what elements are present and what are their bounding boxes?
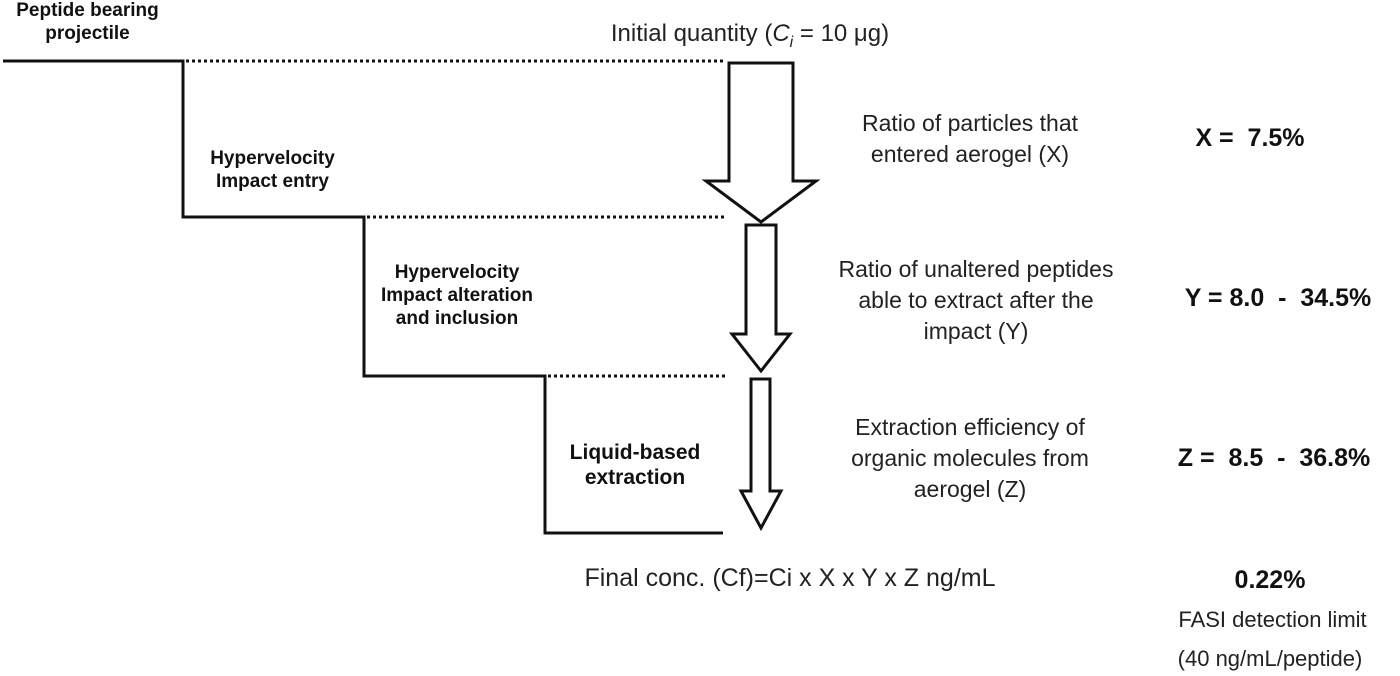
detection-limit-label: FASI detection limit [1178,607,1367,632]
initial-quantity-subscript: i [789,33,794,51]
initial-quantity-symbol: C [772,20,790,47]
arrow-alteration-down [728,223,794,374]
detection-limit-value: (40 ng/mL/peptide) [1177,646,1363,671]
arrow-extraction-down [738,377,784,532]
ratio-description-y: Ratio of unaltered peptides able to extr… [838,256,1114,345]
ratio-value-x: X = 7.5% [1195,124,1305,152]
initial-quantity-suffix: = 10 μg) [793,20,890,47]
initial-quantity: Initial quantity (Ci = 10 μg) [520,20,980,52]
ratio-value-y: Y = 8.0 - 34.5% [1184,284,1372,312]
stage-label-projectile: Peptide bearing projectile [16,0,159,44]
stage-label-alteration: Hypervelocity Impact alteration and incl… [380,262,534,329]
stage-staircase [3,59,723,535]
initial-quantity-prefix: Initial quantity ( [610,20,773,47]
ratio-description-x: Ratio of particles that entered aerogel … [861,110,1079,168]
final-result: 0.22% [1234,566,1306,594]
ratio-description-z: Extraction efficiency of organic molecul… [851,414,1089,503]
ratio-value-z: Z = 8.5 - 36.8% [1177,444,1371,472]
arrow-entry-down [701,61,821,224]
final-formula: Final conc. (Cf)=Ci x X x Y x Z ng/mL [584,564,996,592]
stage-label-extraction: Liquid-based extraction [569,441,701,490]
stage-label-entry: Hypervelocity Impact entry [210,148,335,192]
